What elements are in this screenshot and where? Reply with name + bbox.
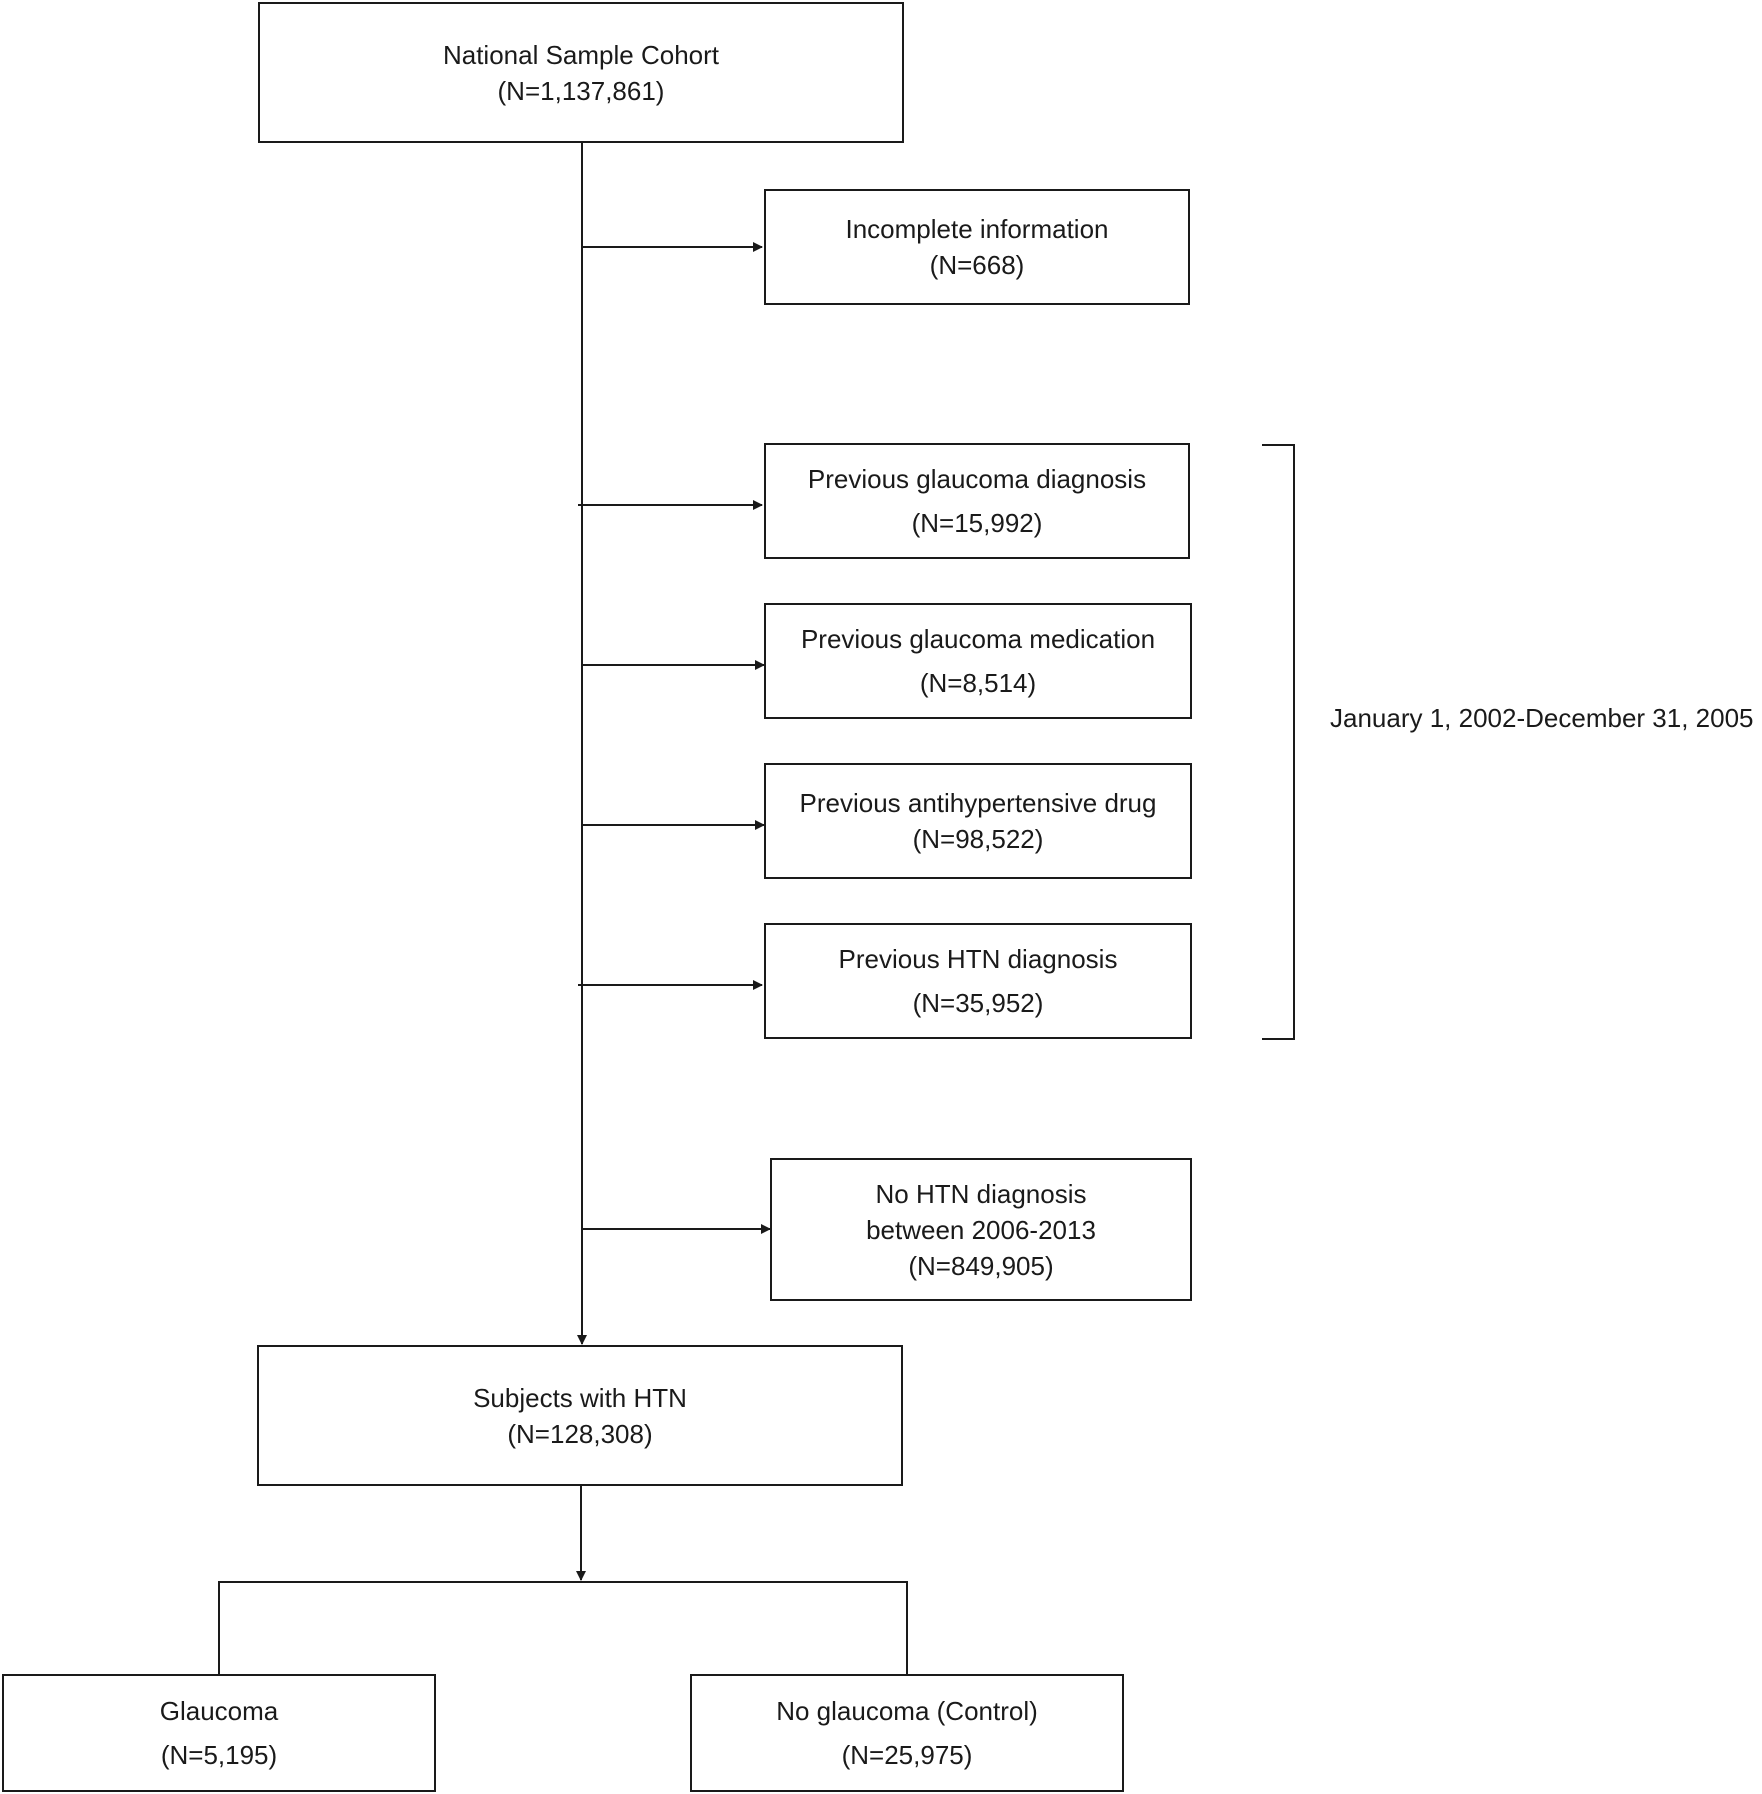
incomplete-label: Incomplete information bbox=[845, 214, 1109, 244]
split-bar bbox=[218, 1581, 908, 1675]
bracket-date-label: January 1, 2002-December 31, 2005 bbox=[1330, 703, 1754, 733]
cohort-label: National Sample Cohort bbox=[442, 39, 720, 70]
cohort-count: (N=1,137,861) bbox=[497, 75, 665, 106]
prev-htn-dx-count: (N=35,952) bbox=[912, 988, 1044, 1018]
prev-antihtn-count: (N=98,522) bbox=[912, 824, 1044, 854]
subjects-htn-label: Subjects with HTN bbox=[473, 1382, 687, 1413]
no-glaucoma-label: No glaucoma (Control) bbox=[776, 1696, 1038, 1726]
box-national-sample-cohort: National Sample Cohort (N=1,137,861) bbox=[258, 2, 904, 143]
box-no-glaucoma-control: No glaucoma (Control) (N=25,975) bbox=[690, 1674, 1124, 1792]
prev-glaucoma-med-count: (N=8,514) bbox=[919, 668, 1037, 698]
subjects-htn-count: (N=128,308) bbox=[507, 1418, 653, 1449]
no-htn-count: (N=849,905) bbox=[908, 1250, 1054, 1281]
box-previous-htn-diagnosis: Previous HTN diagnosis (N=35,952) bbox=[764, 923, 1192, 1039]
no-htn-period: between 2006-2013 bbox=[866, 1214, 1096, 1245]
box-incomplete-information: Incomplete information (N=668) bbox=[764, 189, 1190, 305]
date-bracket bbox=[1262, 444, 1295, 1040]
box-previous-glaucoma-medication: Previous glaucoma medication (N=8,514) bbox=[764, 603, 1192, 719]
box-previous-glaucoma-diagnosis: Previous glaucoma diagnosis (N=15,992) bbox=[764, 443, 1190, 559]
no-htn-label: No HTN diagnosis bbox=[875, 1178, 1087, 1209]
glaucoma-label: Glaucoma bbox=[159, 1696, 279, 1726]
box-glaucoma: Glaucoma (N=5,195) bbox=[2, 1674, 436, 1792]
glaucoma-count: (N=5,195) bbox=[160, 1740, 278, 1770]
box-previous-antihypertensive-drug: Previous antihypertensive drug (N=98,522… bbox=[764, 763, 1192, 879]
prev-glaucoma-med-label: Previous glaucoma medication bbox=[800, 624, 1156, 654]
box-subjects-with-htn: Subjects with HTN (N=128,308) bbox=[257, 1345, 903, 1486]
prev-glaucoma-dx-count: (N=15,992) bbox=[911, 508, 1043, 538]
box-no-htn-diagnosis: No HTN diagnosis between 2006-2013 (N=84… bbox=[770, 1158, 1192, 1301]
incomplete-count: (N=668) bbox=[929, 250, 1025, 280]
prev-glaucoma-dx-label: Previous glaucoma diagnosis bbox=[807, 464, 1147, 494]
no-glaucoma-count: (N=25,975) bbox=[841, 1740, 973, 1770]
prev-htn-dx-label: Previous HTN diagnosis bbox=[838, 944, 1118, 974]
prev-antihtn-label: Previous antihypertensive drug bbox=[799, 788, 1157, 818]
